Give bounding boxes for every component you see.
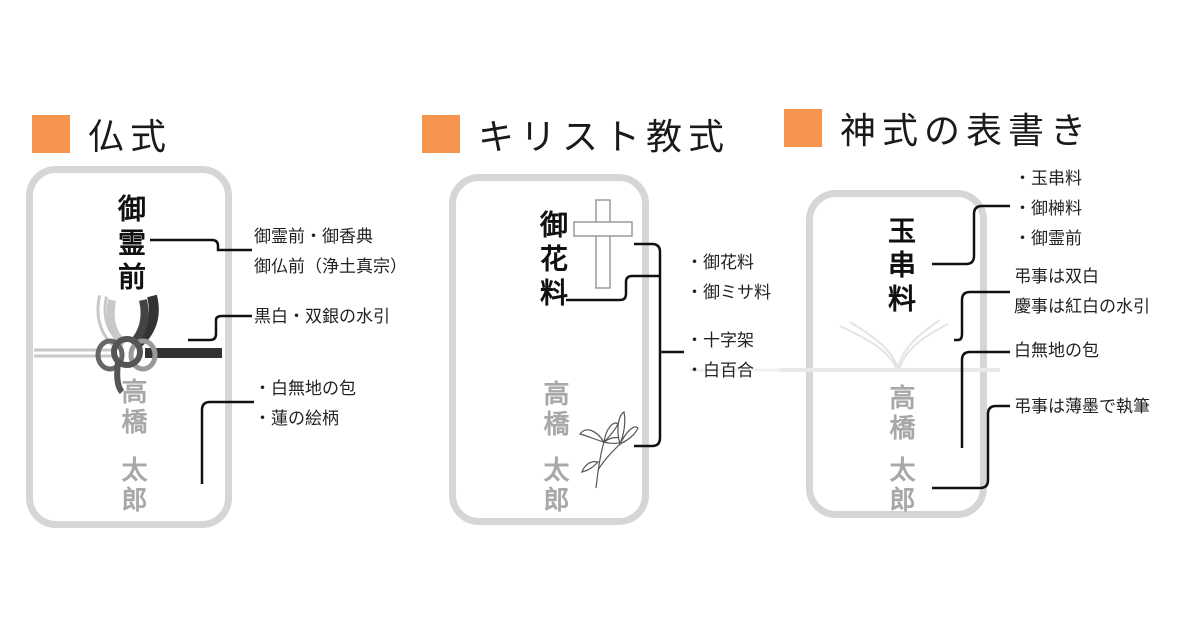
section-title-buddhist: 仏式: [88, 117, 173, 158]
note-ink-shinto: 弔事は薄墨で執筆: [1014, 397, 1150, 417]
note-line: ・蓮の絵柄: [254, 409, 339, 429]
orange-square-icon: [32, 115, 70, 153]
note-line: 慶事は紅白の水引: [1014, 297, 1150, 317]
orange-square-icon: [784, 109, 822, 147]
envelope-name-family-buddhist: 太郎: [117, 456, 147, 516]
envelope-name-given-christian: 高橋: [539, 380, 569, 440]
note-mizuhiki-shinto: 弔事は双白 慶事は紅白の水引: [1014, 262, 1150, 322]
section-header-christian: キリスト教式: [422, 108, 730, 160]
lily-icon: [578, 411, 639, 489]
note-line: ・白無地の包: [254, 379, 356, 399]
envelope-card-buddhist: [26, 166, 232, 528]
section-title-christian: キリスト教式: [478, 117, 731, 158]
note-line: ・玉串料: [1014, 169, 1082, 189]
white-mizuhiki-icon: [690, 319, 1000, 372]
envelope-card-shinto: [806, 190, 987, 518]
note-line: ・御霊前: [1014, 229, 1082, 249]
mizuhiki-knot-icon: [34, 294, 222, 395]
note-wrap-shinto: 白無地の包: [1014, 341, 1099, 361]
envelope-name-given-shinto: 高橋: [885, 384, 915, 444]
note-line: ・十字架: [686, 331, 754, 351]
envelope-name-family-shinto: 太郎: [885, 456, 915, 516]
note-line: ・御ミサ料: [686, 283, 771, 303]
note-line: 弔事は双白: [1014, 267, 1099, 287]
note-symbols-christian: ・十字架 ・白百合: [686, 326, 754, 386]
note-wrap-buddhist: ・白無地の包 ・蓮の絵柄: [254, 374, 356, 434]
section-title-shinto: 神式の表書き: [840, 111, 1093, 152]
note-title-christian: ・御花料 ・御ミサ料: [686, 248, 771, 308]
cross-icon: [573, 199, 633, 289]
note-line: ・白百合: [686, 361, 754, 381]
envelope-title-christian: 御花料: [536, 210, 569, 312]
note-line: ・御榊料: [1014, 199, 1082, 219]
note-mizuhiki-buddhist: 黒白・双銀の水引: [254, 307, 390, 327]
envelope-name-given-buddhist: 高橋: [117, 378, 147, 438]
section-header-buddhist: 仏式: [32, 108, 172, 160]
note-title-shinto: ・玉串料 ・御榊料 ・御霊前: [1014, 164, 1082, 254]
section-header-shinto: 神式の表書き: [784, 102, 1092, 154]
envelope-title-shinto: 玉串料: [884, 216, 917, 318]
note-line: 御仏前（浄土真宗）: [254, 257, 407, 277]
note-title-buddhist: 御霊前・御香典 御仏前（浄土真宗）: [254, 222, 407, 282]
envelope-title-buddhist: 御霊前: [114, 194, 147, 296]
orange-square-icon: [422, 115, 460, 153]
envelope-name-family-christian: 太郎: [539, 456, 569, 516]
note-line: 御霊前・御香典: [254, 227, 373, 247]
note-line: ・御花料: [686, 253, 754, 273]
